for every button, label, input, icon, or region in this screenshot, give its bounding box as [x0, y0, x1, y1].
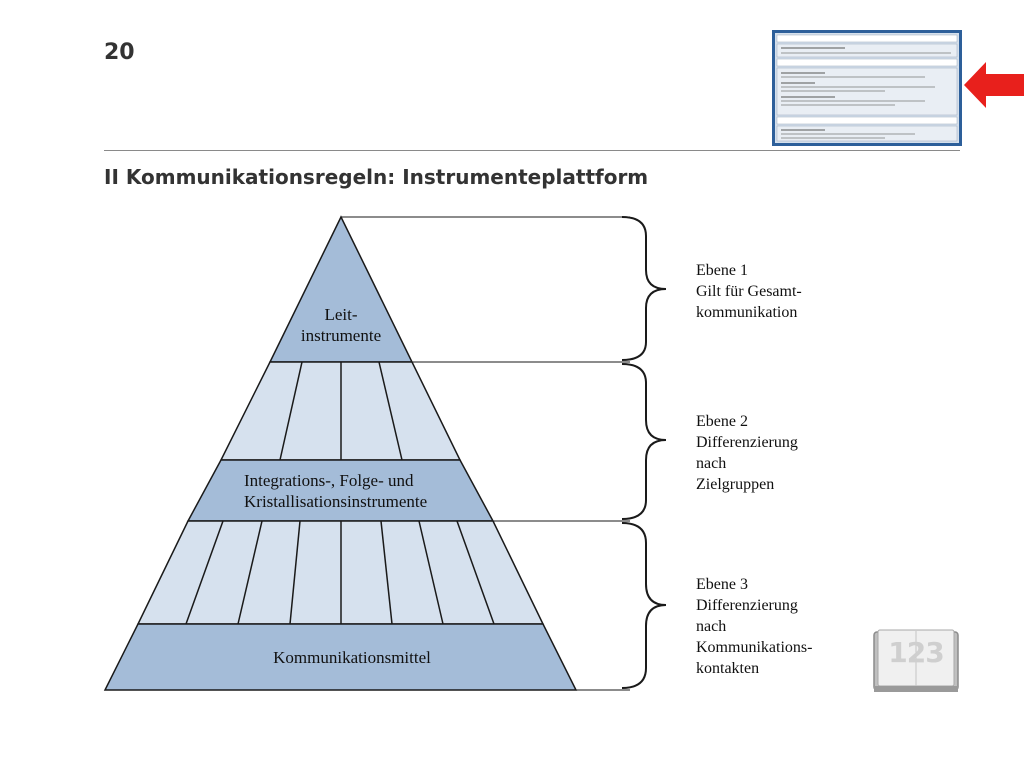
pyramid-bottom-label: Kommunikationsmittel — [273, 648, 431, 667]
level-1-description: Ebene 1 Gilt für Gesamt- kommunikation — [696, 260, 802, 323]
level-2-line-1: Differenzierung — [696, 434, 798, 451]
brace-level-2 — [621, 363, 667, 520]
brace-level-1 — [621, 216, 667, 361]
pyramid-middle-label-2: Kristallisationsinstrumente — [244, 492, 427, 511]
slide-title: II Kommunikationsregeln: Instrumenteplat… — [104, 165, 649, 189]
pyramid-level-2-band — [186, 459, 495, 522]
level-1-title: Ebene 1 — [696, 262, 748, 279]
pyramid-middle-label-1: Integrations-, Folge- und — [244, 471, 414, 490]
level-3-line-3: Kommunikations- — [696, 639, 813, 656]
level-3-line-1: Differenzierung — [696, 597, 798, 614]
slide-number: 20 — [104, 40, 135, 65]
overview-thumbnail[interactable] — [772, 30, 962, 146]
book-icon[interactable]: 123 — [872, 628, 960, 694]
level-1-line-2: kommunikation — [696, 304, 798, 321]
level-2-description: Ebene 2 Differenzierung nach Zielgruppen — [696, 411, 798, 495]
level-3-description: Ebene 3 Differenzierung nach Kommunikati… — [696, 574, 812, 679]
level-2-line-3: Zielgruppen — [696, 476, 775, 493]
left-arrow-icon[interactable] — [964, 62, 1024, 108]
level-3-title: Ebene 3 — [696, 576, 748, 593]
level-3-line-4: kontakten — [696, 660, 760, 677]
level-2-title: Ebene 2 — [696, 413, 748, 430]
header-divider — [104, 150, 960, 151]
level-2-line-2: nach — [696, 455, 727, 472]
thumbnail-content-graphic — [776, 34, 958, 142]
pyramid-top-label-1: Leit- — [324, 305, 357, 324]
book-graphic — [873, 629, 959, 692]
level-1-line-1: Gilt für Gesamt- — [696, 283, 802, 300]
book-number: 123 — [888, 636, 944, 669]
brace-level-3 — [621, 522, 667, 689]
level-3-line-2: nach — [696, 618, 727, 635]
pyramid-top-label-2: instrumente — [301, 326, 381, 345]
